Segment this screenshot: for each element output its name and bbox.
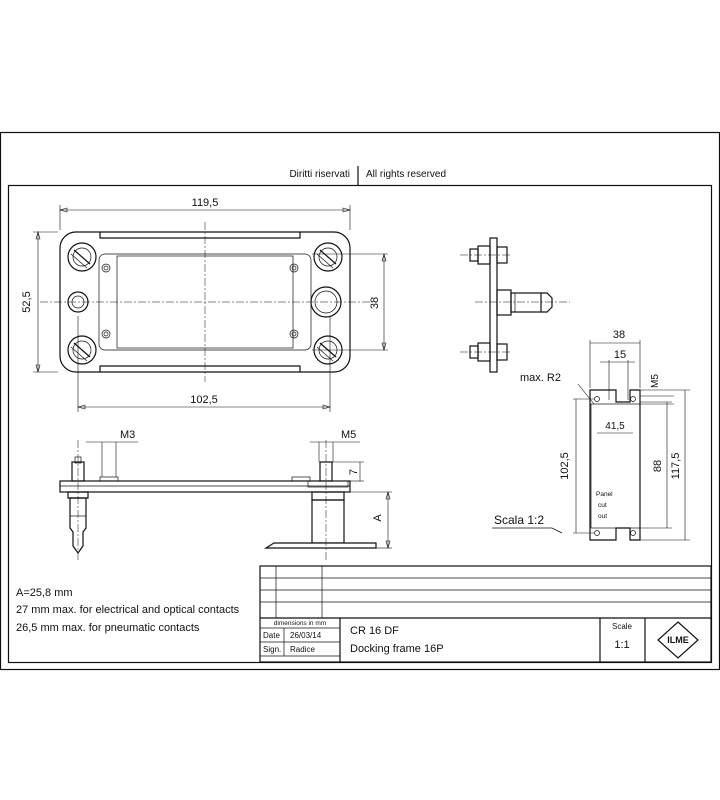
panel-label-2: cut: [598, 502, 607, 509]
cutout-hole: [594, 530, 600, 536]
cutout-height-holes: 102,5: [559, 452, 571, 480]
mounting-hole: [289, 329, 299, 339]
cutout-radius: max. R2: [520, 372, 561, 384]
scale-label: Scale: [612, 622, 633, 631]
svg-text:ILME: ILME: [667, 635, 689, 645]
side-screw: [469, 342, 508, 362]
dim-depth-a: A: [372, 514, 384, 522]
note-line-2: 27 mm max. for electrical and optical co…: [16, 604, 240, 616]
mounting-hole: [101, 329, 111, 339]
cutout-width-inner: 15: [614, 349, 626, 361]
cutout-height-overall: 117,5: [670, 453, 682, 480]
corner-screw: [67, 335, 97, 365]
mounting-hole: [289, 263, 299, 273]
sign-label: Sign.: [263, 645, 281, 654]
note-line-1: A=25,8 mm: [16, 587, 73, 599]
panel-cutout-view: Panel cut out 38 15 M5 max. R2 41,5 102,…: [492, 329, 690, 541]
bottom-plate: [59, 480, 351, 493]
dim-hole-spacing: 102,5: [190, 394, 218, 406]
cutout-height-slot: 88: [652, 460, 664, 472]
cutout-hole: [630, 530, 636, 536]
panel-label-1: Panel: [596, 491, 613, 498]
bottom-screw-right: [263, 461, 377, 549]
note-line-3: 26,5 mm max. for pneumatic contacts: [16, 622, 200, 634]
thread-m3-label: M3: [120, 429, 135, 441]
corner-screw: [313, 242, 343, 272]
date-value: 26/03/14: [290, 631, 322, 640]
ilme-logo: ILME: [657, 621, 699, 659]
cutout-thread-m5: M5: [650, 374, 661, 388]
dim-overall-height: 52,5: [21, 291, 33, 312]
scale-value: 1:1: [614, 639, 629, 651]
cutout-width-outer: 38: [613, 329, 625, 341]
dim-overall-width: 119,5: [192, 197, 219, 209]
rights-italian: Diritti riservati: [289, 169, 350, 180]
date-label: Date: [263, 631, 280, 640]
side-view: [460, 237, 570, 373]
bottom-view: M3 M5 7 A: [59, 429, 392, 560]
bottom-screw-left: [67, 456, 89, 555]
mounting-hole: [101, 263, 111, 273]
corner-screw: [67, 242, 97, 272]
front-view: 119,5 52,5 102,5 38: [21, 197, 388, 412]
side-screw: [469, 245, 508, 265]
side-guide-pin: [496, 289, 553, 316]
sign-value: Radice: [290, 645, 315, 654]
frame-notches: [99, 232, 301, 372]
drawing-description: Docking frame 16P: [350, 643, 444, 655]
dim-cutout-height: 38: [369, 297, 381, 309]
cutout-slot-width: 41,5: [605, 421, 625, 432]
cutout-hole: [630, 396, 636, 402]
panel-label-3: out: [598, 513, 607, 520]
title-block: dimensions in mm Date 26/03/14 Sign. Rad…: [259, 565, 712, 663]
sheet-border: [0, 131, 720, 671]
dim-spacer-height: 7: [348, 469, 360, 475]
cutout-hole: [594, 396, 600, 402]
drawing-code: CR 16 DF: [350, 625, 399, 637]
rights-english: All rights reserved: [366, 169, 446, 180]
thread-m5-label: M5: [341, 429, 356, 441]
notes-block: A=25,8 mm 27 mm max. for electrical and …: [16, 587, 240, 634]
units-note: dimensions in mm: [274, 620, 326, 627]
scale-note: Scala 1:2: [494, 513, 544, 527]
